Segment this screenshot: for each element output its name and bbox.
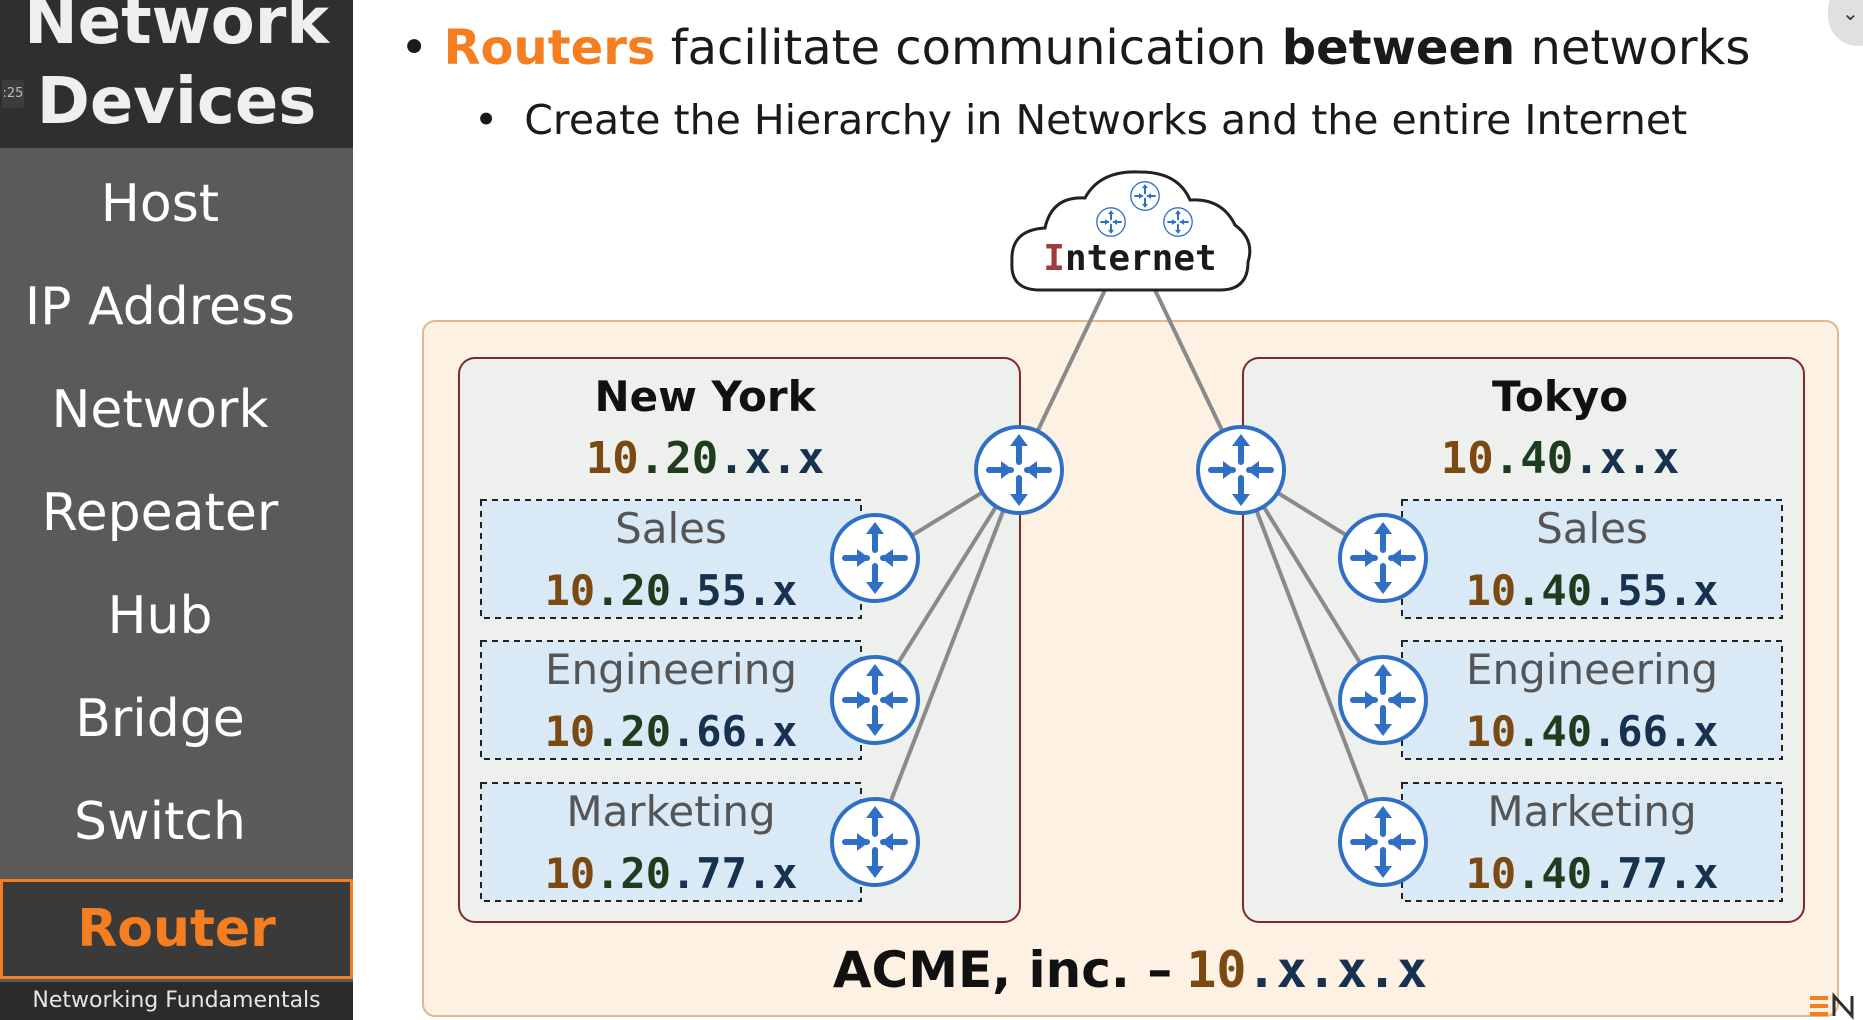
router-icon (1340, 657, 1426, 743)
router-icon (832, 799, 918, 885)
link (1239, 469, 1385, 843)
subnet-box (480, 499, 862, 619)
bullet-sub: • Create the Hierarchy in Networks and t… (474, 96, 1688, 144)
sidebar-item-hub[interactable]: Hub (107, 586, 213, 646)
sidebar-item-network[interactable]: Network (51, 380, 269, 440)
router-icon (976, 427, 1062, 513)
subnet-box (480, 782, 862, 902)
sidebar-item-host[interactable]: Host (100, 174, 220, 234)
sidebar-header: Network Devices :25 (0, 0, 353, 148)
site-name-tokyo: Tokyo (1492, 372, 1628, 421)
site-network-new-york: 10.20.x.x (586, 433, 824, 484)
link (873, 469, 1021, 843)
subnet-box (480, 640, 862, 760)
router-icon (1340, 515, 1426, 601)
subnet-name: Engineering (1466, 645, 1718, 694)
router-icon (1198, 427, 1284, 513)
subnet-ip: 10.20.66.x (545, 707, 798, 756)
subnet-name: Sales (615, 504, 727, 553)
sidebar-title-line1: Network (24, 0, 329, 59)
router-icon (1340, 799, 1426, 885)
bullet-highlight: Routers (443, 20, 656, 76)
subnet-box (1401, 640, 1783, 760)
link (1239, 468, 1385, 702)
subnet-ip: 10.20.55.x (545, 566, 798, 615)
sidebar-item-router[interactable]: Router (0, 879, 353, 979)
bullet-bold: between (1281, 20, 1516, 76)
bullet-main: • Routers facilitate communication betwe… (400, 20, 1751, 76)
internet-label: Internet (1043, 238, 1216, 279)
subnet-ip: 10.20.77.x (545, 849, 798, 898)
router-icon (832, 515, 918, 601)
timestamp-badge: :25 (2, 80, 24, 108)
sidebar-item-ip-address[interactable]: IP Address (24, 277, 296, 337)
site-network-tokyo: 10.40.x.x (1441, 433, 1679, 484)
subnet-name: Engineering (545, 645, 797, 694)
sidebar-item-repeater[interactable]: Repeater (41, 483, 279, 543)
bullet-text-1: facilitate communication (655, 20, 1282, 76)
subnet-ip: 10.40.77.x (1466, 849, 1719, 898)
sidebar: Network Devices :25 Host IP Address Netw… (0, 0, 353, 1020)
subnet-name: Marketing (1487, 787, 1696, 836)
sidebar-item-bridge[interactable]: Bridge (75, 689, 245, 749)
link (873, 468, 1021, 702)
bullet-text-2: networks (1515, 20, 1751, 76)
subnet-box (1401, 499, 1783, 619)
bullet-sub-text: Create the Hierarchy in Networks and the… (524, 96, 1688, 144)
sidebar-title-line2: Devices (36, 65, 317, 139)
cloud-icon (1010, 170, 1252, 292)
site-name-new-york: New York (594, 372, 816, 421)
subnet-name: Sales (1536, 504, 1648, 553)
subnet-name: Marketing (566, 787, 775, 836)
watermark-logo (1810, 992, 1854, 1020)
subnet-ip: 10.40.66.x (1466, 707, 1719, 756)
sidebar-item-switch[interactable]: Switch (74, 792, 246, 852)
router-icon (832, 657, 918, 743)
subnet-ip: 10.40.55.x (1466, 566, 1719, 615)
company-caption: ACME, inc. –10.x.x.x (833, 941, 1427, 999)
sidebar-footer: Networking Fundamentals (0, 982, 353, 1020)
